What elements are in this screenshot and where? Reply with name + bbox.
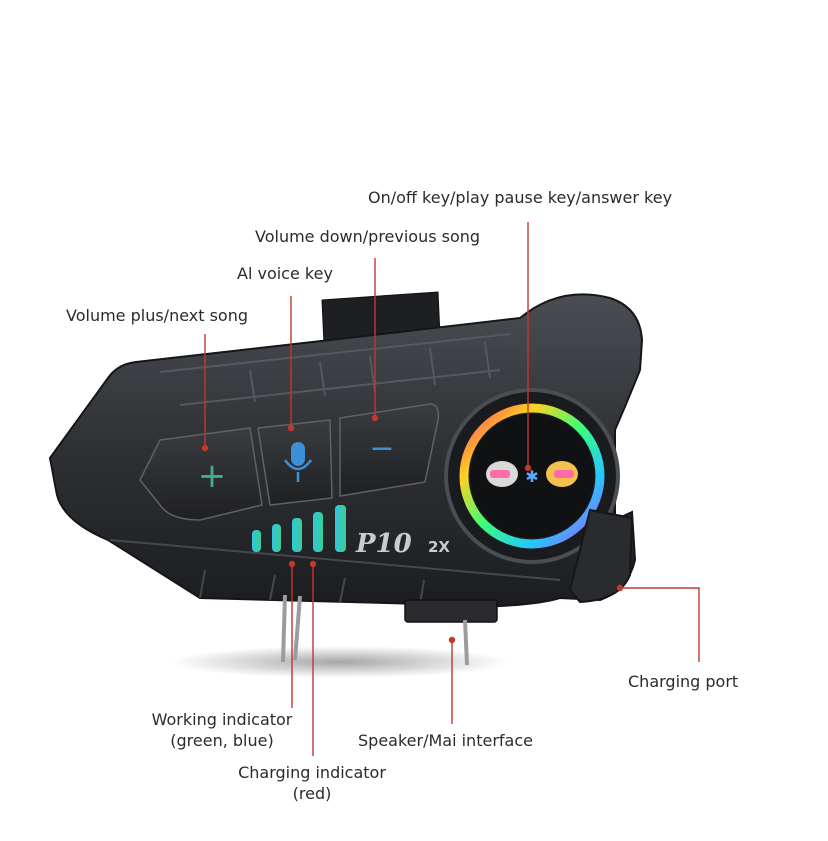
- label-charging-indicator-line1: Charging indicator: [238, 763, 386, 782]
- helmet-left-icon: [486, 461, 518, 487]
- bottom-ridges: [109, 539, 561, 605]
- label-speaker-interface: Speaker/Mai interface: [358, 731, 533, 750]
- minus-symbol: −: [369, 431, 394, 466]
- label-working-indicator: Working indicator (green, blue): [140, 710, 304, 752]
- plus-symbol: +: [198, 456, 227, 496]
- model-name: P10: [355, 529, 412, 559]
- label-charging-indicator: Charging indicator (red): [226, 763, 398, 805]
- led-indicator-bars: [252, 505, 346, 552]
- microphone-icon: [283, 442, 313, 482]
- mount-pins-left: [281, 594, 302, 663]
- label-working-indicator-line2: (green, blue): [170, 730, 274, 750]
- floor-shadow: [170, 646, 510, 678]
- control-knob-ring: [459, 403, 605, 549]
- label-volume-plus: Volume plus/next song: [66, 306, 249, 325]
- label-working-indicator-line1: Working indicator: [151, 710, 293, 729]
- control-knob-button[interactable]: [470, 414, 594, 538]
- bluetooth-icon: ✱: [525, 467, 538, 486]
- mount-pins-right: [463, 619, 469, 666]
- charging-port-flap: [568, 508, 634, 604]
- label-power-key: On/off key/play pause key/answer key: [368, 188, 673, 207]
- leader-lines: [201, 222, 700, 756]
- speaker-connector: [404, 599, 498, 623]
- top-ridges: [159, 333, 511, 406]
- label-volume-down: Volume down/previous song: [255, 227, 481, 246]
- volume-plus-button[interactable]: [139, 427, 263, 521]
- label-ai-voice-key: Al voice key: [237, 264, 333, 283]
- volume-minus-button[interactable]: [339, 403, 440, 497]
- helmet-right-icon: [546, 461, 578, 487]
- label-charging-port: Charging port: [628, 672, 739, 691]
- model-suffix: 2X: [428, 538, 450, 556]
- label-charging-indicator-line2: (red): [292, 783, 332, 803]
